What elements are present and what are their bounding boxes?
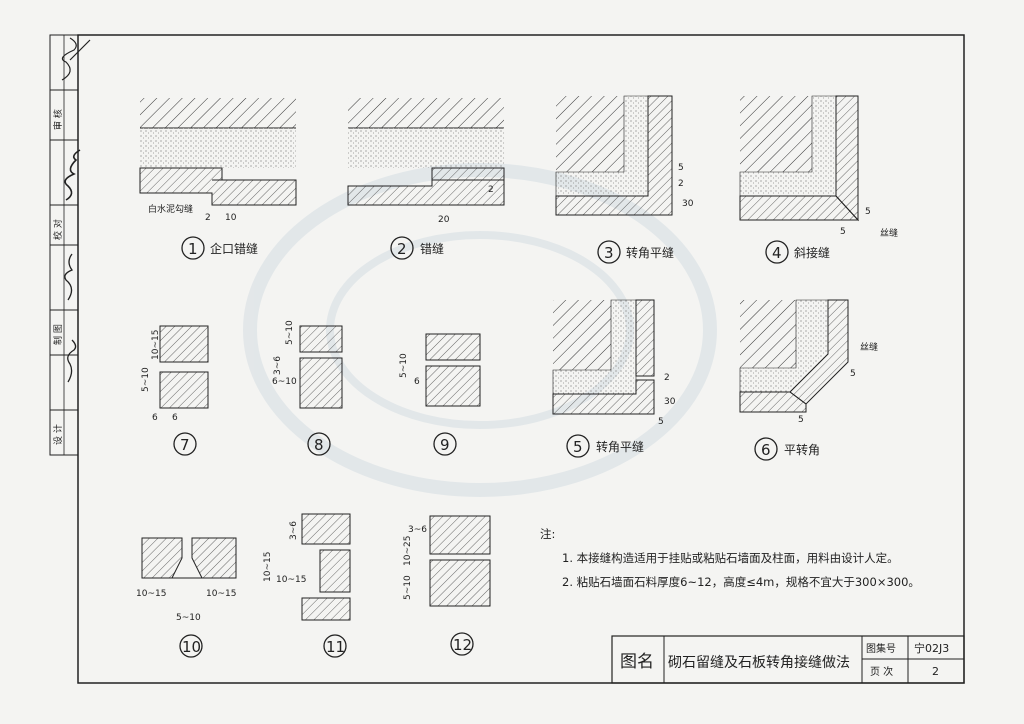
detail-1-number-circle <box>181 236 205 260</box>
signature-1 <box>67 339 77 383</box>
detail-12: 3~6 10~25 5~10 12 <box>403 515 491 656</box>
detail-11-number: 11 <box>326 638 345 656</box>
detail-11-dim-a: 3~6 <box>289 521 299 540</box>
detail-1: 白水泥勾缝 2 10 1 企口错缝 <box>139 98 297 260</box>
detail-4-title: 斜接缝 <box>794 245 830 260</box>
detail-9: 5~10 6 9 <box>399 333 481 456</box>
notes-block: 注: 1. 本接缝构造适用于挂贴或粘贴石墙面及柱面，用料由设计人定。 2. 粘贴… <box>540 527 920 589</box>
detail-3-dim-b: 2 <box>678 179 684 189</box>
detail-6-dim-a: 丝缝 <box>860 341 878 353</box>
detail-4: 5 5 丝缝 4 斜接缝 <box>739 95 898 264</box>
detail-11: 3~6 10~15 10~15 11 <box>263 513 351 658</box>
detail-5-title: 转角平缝 <box>596 439 644 454</box>
page-label: 页 次 <box>870 665 893 678</box>
detail-1-dim-c: 10 <box>225 213 237 223</box>
detail-2-number: 2 <box>397 240 407 258</box>
detail-5-number: 5 <box>573 438 583 456</box>
detail-8-dim-a: 3~6 <box>273 356 283 375</box>
detail-8: 3~6 5~10 6~10 8 <box>272 320 343 456</box>
detail-6-title: 平转角 <box>784 442 820 457</box>
detail-7-dim-a: 5~10 <box>141 367 151 392</box>
detail-3-number: 3 <box>604 244 614 262</box>
sidebar-label-design: 设 计 <box>52 424 64 445</box>
detail-9-dim-b: 6 <box>414 377 420 387</box>
detail-3-number-circle <box>597 240 621 264</box>
signature-4 <box>61 37 91 81</box>
detail-12-number-circle <box>450 632 474 656</box>
detail-12-number: 12 <box>453 636 472 654</box>
detail-4-number: 4 <box>772 244 782 262</box>
detail-6: 丝缝 5 5 6 平转角 <box>739 299 878 461</box>
detail-7-number: 7 <box>180 436 190 454</box>
detail-8-dim-b: 5~10 <box>285 320 295 345</box>
detail-4-dim-a: 5 <box>865 207 871 217</box>
sidebar-label-drafting: 制 图 <box>52 324 64 345</box>
detail-7-dim-c: 6 <box>152 413 158 423</box>
detail-4-dim-c: 丝缝 <box>880 227 898 239</box>
notes-heading: 注: <box>540 527 555 541</box>
approval-sidebar: 设 计 制 图 校 对 审 核 <box>49 34 91 456</box>
title-name-label: 图名 <box>620 652 654 672</box>
note-2: 2. 粘贴石墙面石料厚度6~12，高度≤4m，规格不宜大于300×300。 <box>562 575 920 589</box>
detail-1-dim-a: 白水泥勾缝 <box>148 203 193 215</box>
detail-1-title: 企口错缝 <box>210 241 258 256</box>
detail-3: 5 2 30 3 转角平缝 <box>555 95 694 264</box>
signature-3 <box>64 149 81 201</box>
detail-11-number-circle <box>323 634 347 658</box>
detail-1-dim-b: 2 <box>205 213 211 223</box>
detail-10: 10~15 10~15 5~10 10 <box>136 537 237 658</box>
detail-10-number: 10 <box>182 638 201 656</box>
detail-5-dim-b: 30 <box>664 397 676 407</box>
detail-4-number-circle <box>765 240 789 264</box>
detail-7-dim-d: 6 <box>172 413 178 423</box>
detail-12-dim-c: 5~10 <box>403 575 413 600</box>
detail-9-number-circle <box>433 432 457 456</box>
detail-7-number-circle <box>173 432 197 456</box>
detail-6-number-circle <box>754 437 778 461</box>
detail-2-dim-a: 2 <box>488 185 494 195</box>
detail-5: 2 30 5 5 转角平缝 <box>552 299 676 458</box>
detail-5-dim-c: 5 <box>658 417 664 427</box>
detail-8-number: 8 <box>314 436 324 454</box>
detail-9-number: 9 <box>440 436 450 454</box>
detail-6-number: 6 <box>761 441 771 459</box>
detail-3-dim-a: 5 <box>678 163 684 173</box>
detail-9-dim-a: 5~10 <box>399 353 409 378</box>
sidebar-label-check: 校 对 <box>52 219 64 240</box>
detail-2: 2 20 2 错缝 <box>347 98 505 260</box>
detail-7: 5~10 10~15 6 6 7 <box>141 325 209 456</box>
detail-8-number-circle <box>307 432 331 456</box>
detail-6-dim-c: 5 <box>798 415 804 425</box>
detail-4-dim-b: 5 <box>840 227 846 237</box>
detail-11-dim-c: 10~15 <box>276 575 306 585</box>
title-block: 图名 砌石留缝及石板转角接缝做法 图集号 宁02J3 页 次 2 <box>611 635 965 684</box>
detail-10-dim-a: 10~15 <box>136 589 166 599</box>
detail-12-dim-b: 10~25 <box>403 536 413 566</box>
detail-10-dim-b: 10~15 <box>206 589 236 599</box>
detail-10-dim-c: 5~10 <box>176 613 201 623</box>
detail-2-title: 错缝 <box>420 241 444 256</box>
detail-5-dim-a: 2 <box>664 373 670 383</box>
detail-5-number-circle <box>566 434 590 458</box>
page-number: 2 <box>932 665 939 678</box>
note-1: 1. 本接缝构造适用于挂贴或粘贴石墙面及柱面，用料由设计人定。 <box>562 551 899 565</box>
set-number: 宁02J3 <box>914 641 949 655</box>
detail-3-title: 转角平缝 <box>626 245 674 260</box>
detail-11-dim-b: 10~15 <box>263 552 273 582</box>
set-number-label: 图集号 <box>866 642 896 655</box>
drawing-title: 砌石留缝及石板转角接缝做法 <box>668 654 850 671</box>
signature-2 <box>64 253 74 301</box>
sidebar-label-review: 审 核 <box>52 109 64 130</box>
detail-8-dim-c: 6~10 <box>272 377 297 387</box>
detail-1-number: 1 <box>188 240 198 258</box>
detail-12-dim-a: 3~6 <box>408 525 427 535</box>
detail-2-dim-b: 20 <box>438 215 450 225</box>
detail-10-number-circle <box>179 634 203 658</box>
detail-2-number-circle <box>390 236 414 260</box>
detail-3-dim-c: 30 <box>682 199 694 209</box>
detail-6-dim-b: 5 <box>850 369 856 379</box>
detail-7-dim-b: 10~15 <box>151 330 161 360</box>
